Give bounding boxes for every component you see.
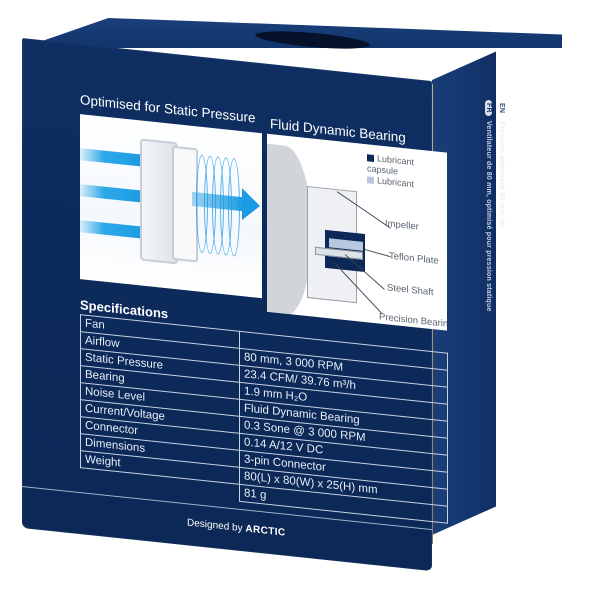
side-heading: Ventilateur de 80 mm, optimisé pour pres… [485, 120, 492, 312]
callout-precision-bearing: Precision Bearing [379, 311, 447, 331]
callout-steel-shaft: Steel Shaft [387, 282, 434, 299]
callout-teflon-plate: Teflon Plate [389, 250, 439, 267]
legend-label: Lubricant capsule [367, 153, 415, 177]
fan-blade-icon [267, 142, 312, 319]
airflow-arrow-icon [80, 219, 146, 240]
legend-swatch [367, 154, 374, 163]
bearing-diagram: Lubricant capsule Lubricant Impeller Tef… [267, 133, 447, 331]
brand-name: ARCTIC [245, 523, 286, 539]
callout-leader [364, 249, 391, 258]
side-block-en: EN Pressure-optimised 80 mm fan [498, 100, 505, 312]
side-heading: Pressure-optimised 80 mm fan [498, 121, 505, 229]
static-pressure-illustration [80, 114, 262, 299]
front-content: Optimised for Static Pressure Fluid Dyna… [22, 38, 448, 571]
airflow-arrow-icon [80, 183, 146, 204]
airflow-arrow-icon [80, 147, 146, 168]
callout-impeller: Impeller [385, 218, 419, 233]
legend-swatch [367, 176, 374, 185]
bearing-legend: Lubricant capsule Lubricant [367, 152, 447, 193]
specifications-table: Fan Airflow 80 mm, 3 000 RPM Static Pres… [80, 314, 448, 524]
language-badge: EN [498, 100, 505, 117]
footer-credit: Designed by ARCTIC [187, 517, 286, 538]
side-block-fr: FR Ventilateur de 80 mm, optimisé pour p… [485, 100, 492, 312]
footer-prefix: Designed by [187, 517, 243, 535]
language-badge: FR [485, 100, 492, 116]
